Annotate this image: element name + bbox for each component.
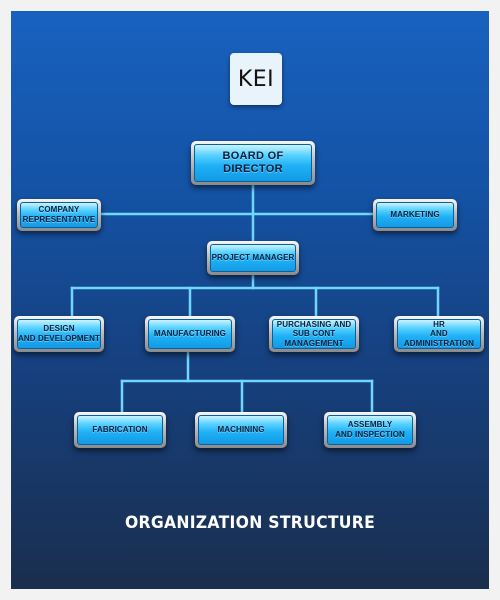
node-design-and-development: DESIGN AND DEVELOPMENT: [14, 316, 104, 352]
node-hr-and-administration: HR AND ADMINISTRATION: [394, 316, 484, 352]
node-purchasing-and-sub-cont: PURCHASING AND SUB CONT MANAGEMENT: [269, 316, 359, 352]
node-label: COMPANY REPRESENTATIVE: [20, 202, 98, 228]
node-label: ASSEMBLY AND INSPECTION: [327, 415, 413, 445]
node-label: BOARD OF DIRECTOR: [194, 144, 312, 182]
node-label: PURCHASING AND SUB CONT MANAGEMENT: [272, 319, 356, 349]
node-label: PROJECT MANAGER: [210, 244, 296, 272]
node-project-manager: PROJECT MANAGER: [207, 241, 299, 275]
node-assembly-and-inspection: ASSEMBLY AND INSPECTION: [324, 412, 416, 448]
node-label: DESIGN AND DEVELOPMENT: [17, 319, 101, 349]
node-label: HR AND ADMINISTRATION: [397, 319, 481, 349]
node-marketing: MARKETING: [373, 199, 457, 231]
chart-title: ORGANIZATION STRUCTURE: [124, 513, 376, 533]
connector-lines: [70, 181, 440, 415]
node-board-of-director: BOARD OF DIRECTOR: [191, 141, 315, 185]
org-chart-canvas: KEI BOARD OF DIRECTOR COMPANY REPRESENTA…: [11, 11, 489, 589]
node-label: MARKETING: [376, 202, 454, 228]
logo-text: KEI: [237, 66, 275, 92]
node-machining: MACHINING: [195, 412, 287, 448]
company-logo: KEI: [230, 53, 282, 105]
node-company-representative: COMPANY REPRESENTATIVE: [17, 199, 101, 231]
node-label: MACHINING: [198, 415, 284, 445]
node-label: FABRICATION: [77, 415, 163, 445]
node-label: MANUFACTURING: [148, 319, 232, 349]
node-fabrication: FABRICATION: [74, 412, 166, 448]
node-manufacturing: MANUFACTURING: [145, 316, 235, 352]
